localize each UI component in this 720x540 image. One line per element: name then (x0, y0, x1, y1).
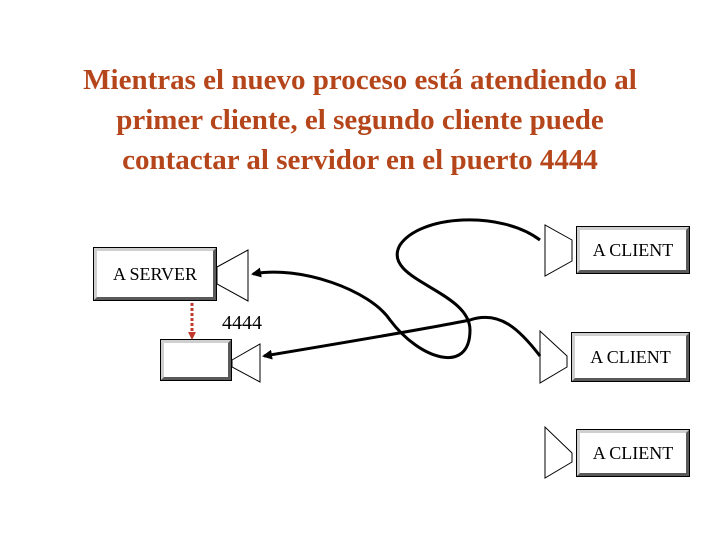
child-socket (231, 343, 261, 383)
title-line-3: contactar al servidor en el puerto 4444 (122, 144, 598, 176)
title-line-1: Mientras el nuevo proceso está atendiend… (83, 64, 637, 96)
title-line-2: primer cliente, el segundo cliente puede (116, 104, 604, 136)
client-label-3: A CLIENT (592, 442, 674, 463)
server-box: A SERVER (93, 247, 217, 301)
client-socket-2 (539, 329, 568, 384)
client-label-1: A CLIENT (592, 239, 674, 260)
port-label: 4444 (222, 312, 262, 334)
server-socket (216, 249, 249, 302)
slide-title: Mientras el nuevo proceso está atendiend… (40, 60, 680, 180)
client-socket-1 (544, 224, 573, 277)
server-label: A SERVER (112, 263, 198, 284)
client-label-2: A CLIENT (590, 346, 671, 367)
connection-client2-child (262, 315, 542, 360)
client-box-1: A CLIENT (576, 226, 690, 274)
client-socket-3 (544, 425, 573, 479)
child-process-box (160, 339, 232, 381)
client-box-3: A CLIENT (576, 429, 690, 477)
connection-client1-server (251, 218, 541, 359)
client-box-2: A CLIENT (571, 332, 690, 382)
